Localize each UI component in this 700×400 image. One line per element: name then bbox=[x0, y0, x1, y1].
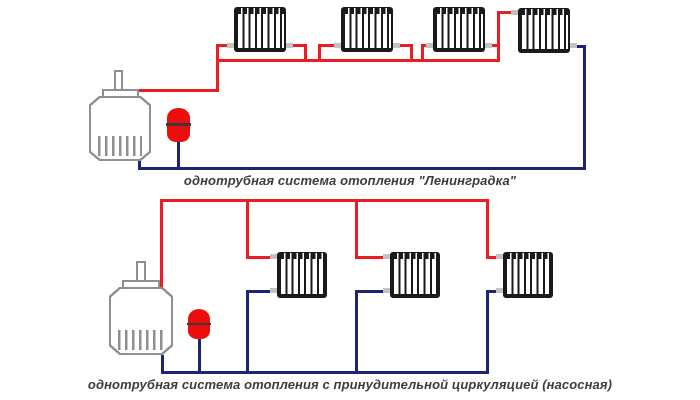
radiator-stub bbox=[511, 10, 518, 15]
supply-pipe bbox=[497, 11, 512, 14]
radiator-icon bbox=[518, 8, 570, 53]
supply-pipe bbox=[216, 44, 230, 47]
radiator-icon bbox=[503, 252, 553, 298]
radiator-stub bbox=[496, 254, 503, 259]
supply-pipe bbox=[355, 256, 383, 259]
return-pipe bbox=[355, 290, 383, 293]
return-main-pipe bbox=[161, 371, 489, 374]
return-pipe bbox=[577, 45, 586, 48]
expansion-tank-icon bbox=[187, 309, 211, 339]
radiator-stub bbox=[227, 43, 234, 48]
boiler-grille-icon bbox=[98, 136, 142, 156]
radiator-stub bbox=[383, 288, 390, 293]
return-pipe bbox=[246, 290, 249, 374]
radiator-icon bbox=[234, 7, 286, 52]
supply-pipe bbox=[246, 256, 270, 259]
expansion-tank-icon bbox=[166, 108, 191, 142]
supply-pipe bbox=[355, 199, 358, 259]
supply-pipe bbox=[139, 89, 219, 92]
radiator-stub bbox=[270, 254, 277, 259]
return-pipe bbox=[355, 290, 358, 374]
supply-pipe bbox=[292, 44, 307, 47]
supply-pipe bbox=[304, 44, 307, 62]
radiator-stub bbox=[570, 43, 577, 48]
supply-pipe bbox=[421, 44, 424, 62]
supply-pipe bbox=[399, 44, 413, 47]
supply-pipe bbox=[318, 44, 321, 62]
boiler-icon bbox=[89, 70, 151, 161]
return-pipe bbox=[583, 45, 586, 170]
supply-main-pipe bbox=[160, 199, 489, 202]
radiator-icon bbox=[341, 7, 393, 52]
radiator-icon bbox=[433, 7, 485, 52]
supply-main-bypass-pipe bbox=[216, 59, 500, 62]
radiator-stub bbox=[383, 254, 390, 259]
radiator-stub bbox=[496, 288, 503, 293]
boiler-chimney-icon bbox=[114, 70, 123, 91]
supply-pipe bbox=[160, 199, 163, 289]
supply-pipe bbox=[497, 11, 500, 62]
radiator-icon bbox=[390, 252, 440, 298]
radiator-stub bbox=[393, 43, 400, 48]
return-pipe bbox=[486, 290, 496, 293]
return-pipe bbox=[486, 290, 489, 374]
boiler-chimney-icon bbox=[136, 261, 146, 282]
supply-pipe bbox=[410, 44, 413, 62]
supply-pipe bbox=[421, 44, 429, 47]
pump-circulation-caption: однотрубная система отопления с принудит… bbox=[87, 377, 613, 392]
radiator-stub bbox=[485, 43, 492, 48]
supply-pipe bbox=[491, 44, 500, 47]
radiator-stub bbox=[270, 288, 277, 293]
supply-pipe bbox=[246, 199, 249, 259]
supply-pipe bbox=[216, 44, 219, 92]
supply-pipe bbox=[486, 256, 496, 259]
return-main-pipe bbox=[138, 167, 586, 170]
radiator-icon bbox=[277, 252, 327, 298]
boiler-icon bbox=[109, 261, 173, 355]
radiator-stub bbox=[286, 43, 293, 48]
radiator-stub bbox=[334, 43, 341, 48]
supply-pipe bbox=[486, 199, 489, 259]
supply-pipe bbox=[318, 44, 336, 47]
tank-stem-pipe bbox=[177, 141, 180, 169]
leningradka-caption: однотрубная система отопления "Ленинград… bbox=[183, 173, 517, 188]
tank-stem-pipe bbox=[198, 337, 201, 373]
return-pipe bbox=[161, 355, 164, 374]
return-pipe bbox=[246, 290, 270, 293]
boiler-grille-icon bbox=[118, 330, 164, 350]
radiator-stub bbox=[426, 43, 433, 48]
